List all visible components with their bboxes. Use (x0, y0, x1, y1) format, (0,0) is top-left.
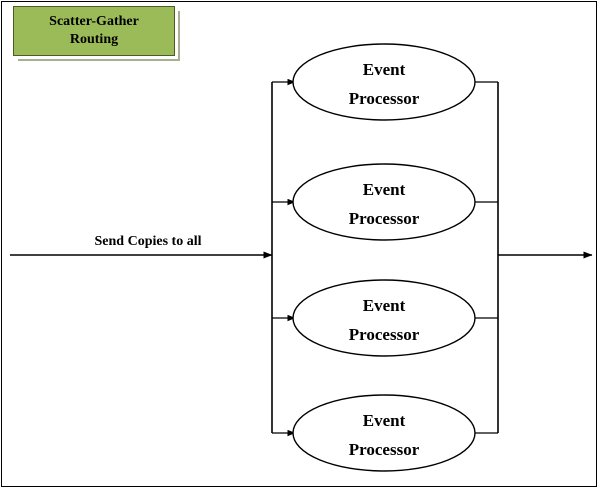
event-processor-label-line2: Processor (349, 209, 420, 228)
event-processor-node-1[interactable]: Event Processor (292, 43, 476, 121)
legend-title-text: Scatter-Gather Routing (43, 13, 145, 49)
legend-title-line2: Routing (69, 32, 119, 47)
event-processor-label-line2: Processor (349, 89, 420, 108)
event-processor-node-3[interactable]: Event Processor (292, 279, 476, 357)
event-processor-node-2[interactable]: Event Processor (292, 163, 476, 241)
legend-title-line1: Scatter-Gather (49, 14, 139, 29)
event-processor-label-line1: Event (363, 296, 406, 315)
event-processor-label-line1: Event (363, 180, 406, 199)
event-processor-label-line1: Event (363, 411, 406, 430)
input-edge-label: Send Copies to all (95, 234, 202, 249)
event-processor-label-line1: Event (363, 60, 406, 79)
event-processor-label-line2: Processor (349, 325, 420, 344)
event-processor-node-4[interactable]: Event Processor (292, 394, 476, 472)
event-processor-ellipse[interactable] (292, 43, 476, 121)
legend-title-box: Scatter-Gather Routing (13, 6, 175, 56)
event-processor-ellipse[interactable] (292, 279, 476, 357)
event-processor-label-line2: Processor (349, 440, 420, 459)
event-processor-ellipse[interactable] (292, 394, 476, 472)
event-processor-ellipse[interactable] (292, 163, 476, 241)
